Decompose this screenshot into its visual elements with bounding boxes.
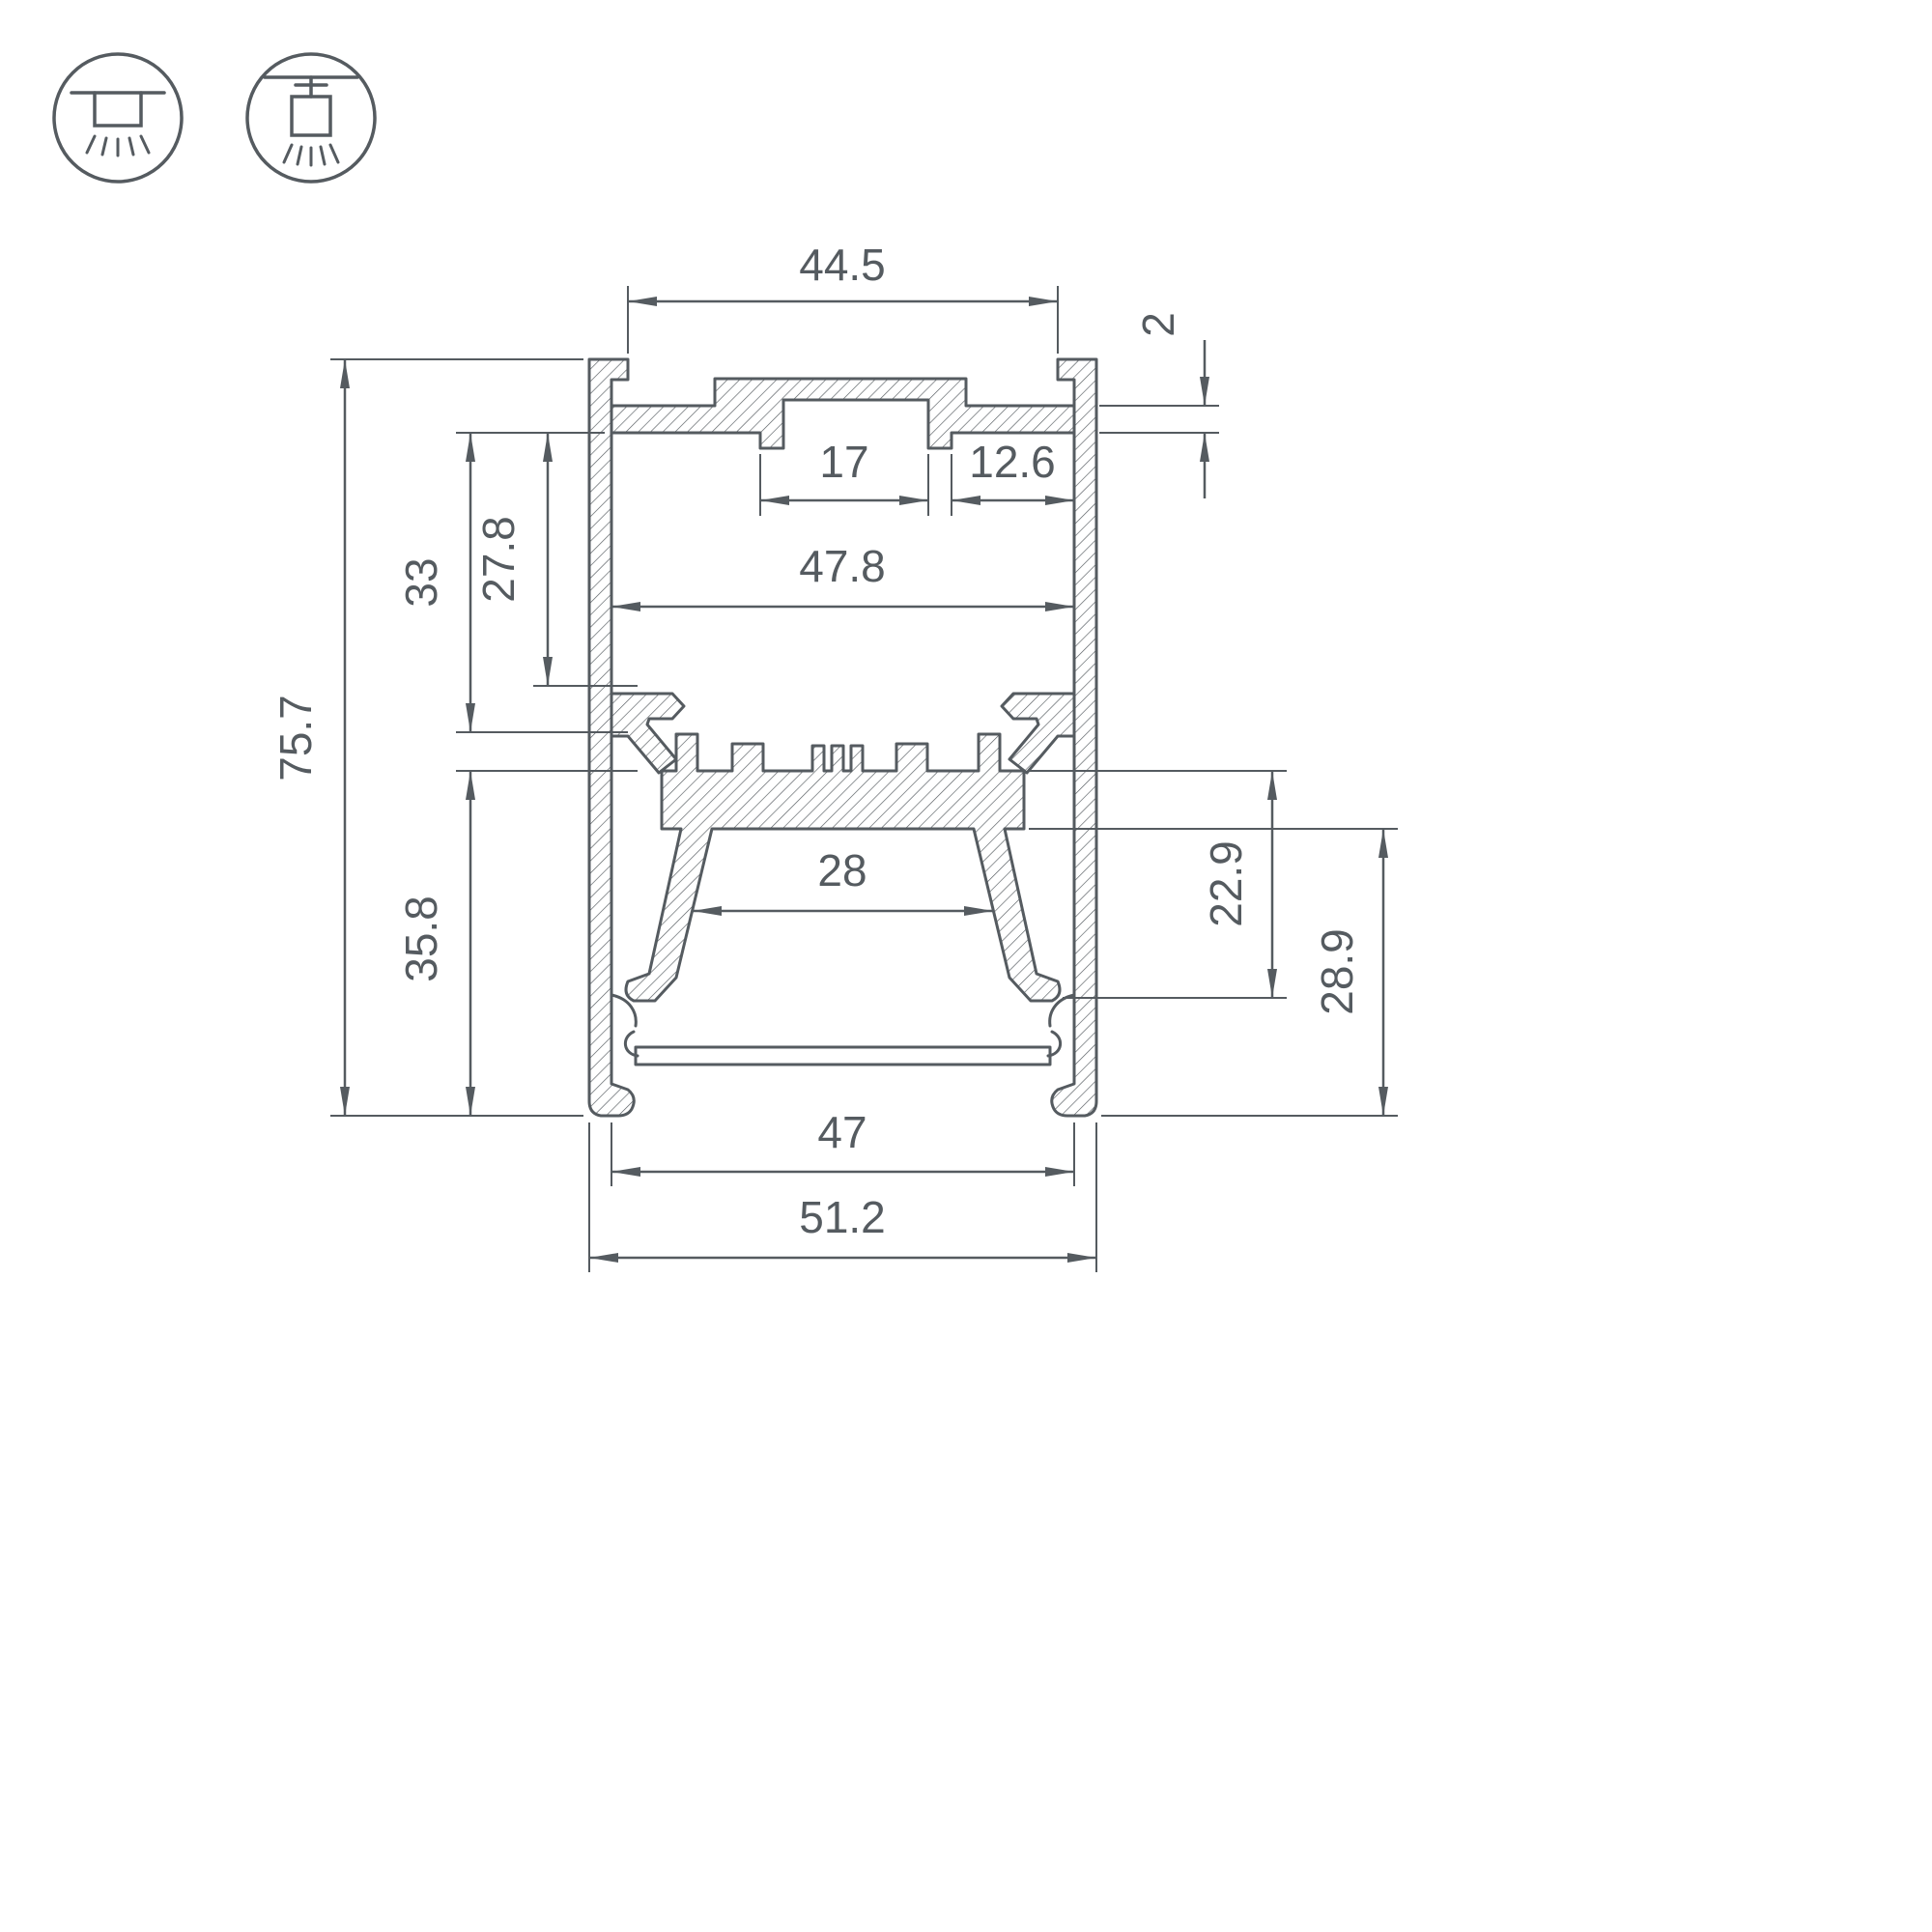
dim-label-inner-width: 47.8 (799, 541, 886, 591)
dimension-annotations: 44.5 2 17 12.6 47.8 27.8 (270, 240, 1398, 1272)
dim-label-top-wall-thickness: 2 (1133, 312, 1183, 337)
right-diffuser-ledge (1048, 993, 1076, 1028)
dim-inner-width: 47.8 (611, 541, 1074, 611)
diffuser-plate (634, 1045, 1052, 1066)
dim-bottom-section-height: 28.9 (1029, 828, 1398, 1117)
led-carrier (624, 732, 1062, 1003)
dim-label-slot-to-wall: 12.6 (969, 437, 1056, 487)
dim-upper-chamber-depth: 33 (396, 433, 628, 733)
right-hook-clip (1000, 692, 1076, 775)
diffuser-left-curl (624, 1030, 639, 1058)
dim-label-top-opening: 44.5 (799, 240, 886, 290)
right-wall (1050, 357, 1098, 1118)
dim-top-wall-thickness: 2 (1099, 312, 1219, 498)
dim-label-bottom-section-height: 28.9 (1312, 928, 1362, 1015)
left-diffuser-ledge (610, 993, 638, 1028)
top-wall-mounting-plate (610, 377, 1076, 450)
dim-top-opening: 44.5 (627, 240, 1059, 354)
profile-body (587, 357, 1098, 1118)
light-rays-icon (282, 143, 340, 167)
mounting-icons (52, 52, 377, 184)
dim-label-recess-depth: 27.8 (473, 516, 524, 603)
surface-mount-icon (52, 52, 184, 184)
dim-slot-width: 17 (759, 437, 929, 516)
dim-slot-to-wall: 12.6 (951, 437, 1074, 516)
dim-lower-chamber-depth: 35.8 (396, 770, 638, 1116)
dim-carrier-opening-width: 28 (693, 845, 993, 916)
dim-overall-width: 51.2 (588, 1122, 1097, 1272)
left-wall (587, 357, 636, 1118)
dim-recess-depth: 27.8 (456, 432, 638, 687)
left-hook-clip (610, 692, 686, 775)
dim-diffuser-opening: 47 (611, 1107, 1075, 1186)
diffuser-right-curl (1046, 1030, 1062, 1058)
dim-overall-height: 75.7 (270, 358, 583, 1117)
light-rays-icon (85, 134, 151, 157)
dim-label-lower-chamber-depth: 35.8 (396, 895, 446, 982)
dim-label-upper-chamber-depth: 33 (396, 557, 446, 607)
dim-label-slot-width: 17 (819, 437, 868, 487)
dim-label-carrier-opening-width: 28 (817, 845, 867, 895)
dim-carrier-height: 22.9 (1029, 770, 1287, 999)
dim-label-diffuser-opening: 47 (817, 1107, 867, 1157)
pendant-mount-icon (245, 52, 377, 184)
dim-label-overall-height: 75.7 (270, 695, 321, 781)
dim-label-overall-width: 51.2 (799, 1192, 886, 1242)
dim-label-carrier-height: 22.9 (1201, 840, 1251, 927)
